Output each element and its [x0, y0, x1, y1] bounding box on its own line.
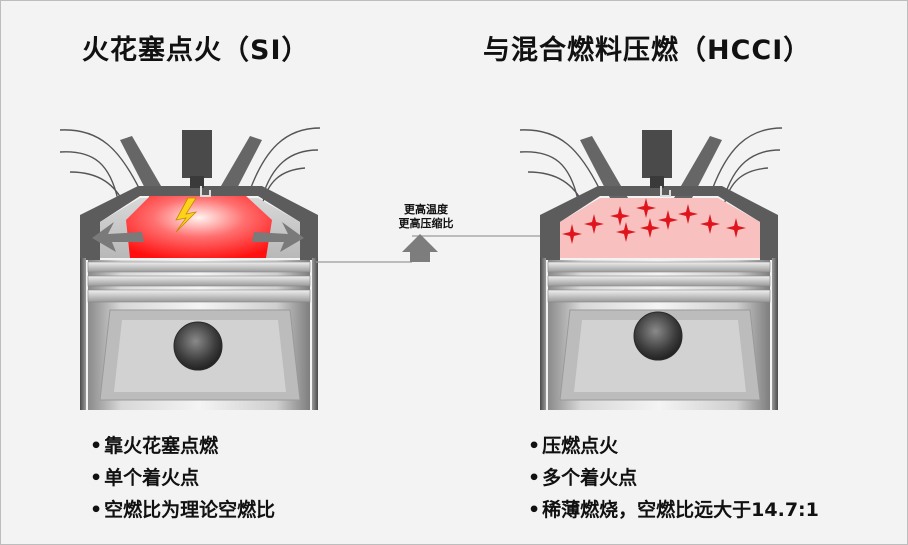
lightning-spark-icon [175, 197, 198, 233]
list-item: 压燃点火 [528, 430, 819, 462]
si-flame [126, 196, 272, 258]
list-item: 空燃比为理论空燃比 [90, 494, 275, 526]
up-arrow-icon [402, 234, 438, 262]
hcci-bullet-list: 压燃点火 多个着火点 稀薄燃烧，空燃比远大于14.7:1 [528, 430, 819, 526]
middle-connector [316, 234, 552, 263]
list-item: 多个着火点 [528, 462, 819, 494]
ignition-star-icon [678, 204, 698, 224]
ignition-star-icon [726, 218, 746, 238]
ignition-star-icon [700, 214, 720, 234]
ignition-star-icon [658, 210, 678, 230]
middle-label-temperature: 更高温度 [404, 203, 448, 216]
hcci-engine [519, 127, 783, 410]
ignition-star-icon [562, 224, 582, 244]
si-engine [59, 127, 321, 410]
ignition-star-icon [640, 218, 660, 238]
middle-label-compression: 更高压缩比 [398, 217, 454, 230]
list-item: 靠火花塞点燃 [90, 430, 275, 462]
ignition-star-icon [610, 206, 630, 226]
si-bullet-list: 靠火花塞点燃 单个着火点 空燃比为理论空燃比 [90, 430, 275, 526]
ignition-star-icon [584, 214, 604, 234]
list-item: 稀薄燃烧，空燃比远大于14.7:1 [528, 494, 819, 526]
hcci-title: 与混合燃料压燃（HCCI） [483, 35, 812, 66]
spark-plug-icon [182, 130, 212, 197]
ignition-star-icon [616, 222, 636, 242]
list-item: 单个着火点 [90, 462, 275, 494]
ignition-star-icon [636, 198, 656, 218]
spark-plug-icon [642, 130, 672, 197]
si-title: 火花塞点火（SI） [82, 35, 310, 66]
